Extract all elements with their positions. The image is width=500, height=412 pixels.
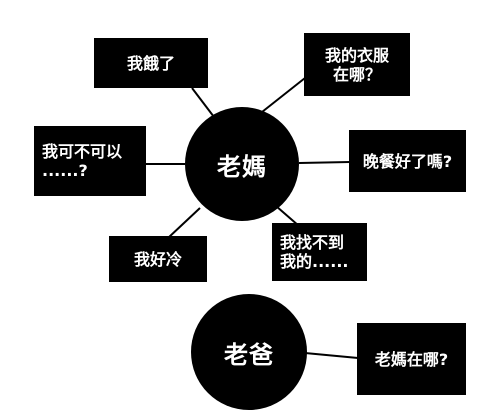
- bubble-clothes: 我的衣服 在哪？: [304, 33, 410, 96]
- bubble-hungry: 我餓了: [94, 38, 208, 88]
- connector-clothes: [261, 77, 306, 113]
- bubble-where-mom: 老媽在哪?: [357, 323, 466, 395]
- bubble-cold: 我好冷: [109, 236, 207, 282]
- connector-dinner: [298, 161, 351, 164]
- mom-node: 老媽: [185, 107, 299, 221]
- dad-node: 老爸: [191, 294, 307, 410]
- connector-cant-find: [275, 205, 300, 227]
- connector-where-mom: [304, 352, 359, 359]
- bubble-can-i-line-2: ......?: [42, 161, 88, 180]
- bubble-cold-line-1: 我好冷: [133, 249, 182, 269]
- bubble-cant-find-line-1: 我找不到: [280, 233, 345, 252]
- bubble-hungry-line-1: 我餓了: [126, 53, 175, 73]
- connector-cold: [167, 207, 201, 239]
- bubble-where-mom-line-1: 老媽在哪?: [374, 349, 449, 369]
- connector-hungry: [191, 87, 215, 118]
- bubble-can-i: 我可不可以 ......?: [34, 126, 146, 196]
- mom-node-label: 老媽: [217, 152, 267, 181]
- bubble-clothes-line-2: 在哪？: [332, 64, 381, 84]
- bubble-cant-find: 我找不到 我的......: [272, 223, 367, 281]
- bubble-can-i-line-1: 我可不可以: [42, 142, 123, 161]
- bubble-clothes-line-1: 我的衣服: [324, 45, 389, 65]
- bubble-cant-find-line-2: 我的......: [280, 252, 349, 271]
- bubble-dinner-line-1: 晚餐好了嗎?: [362, 151, 453, 171]
- dad-node-label: 老爸: [224, 340, 274, 369]
- bubble-dinner: 晚餐好了嗎?: [349, 130, 466, 192]
